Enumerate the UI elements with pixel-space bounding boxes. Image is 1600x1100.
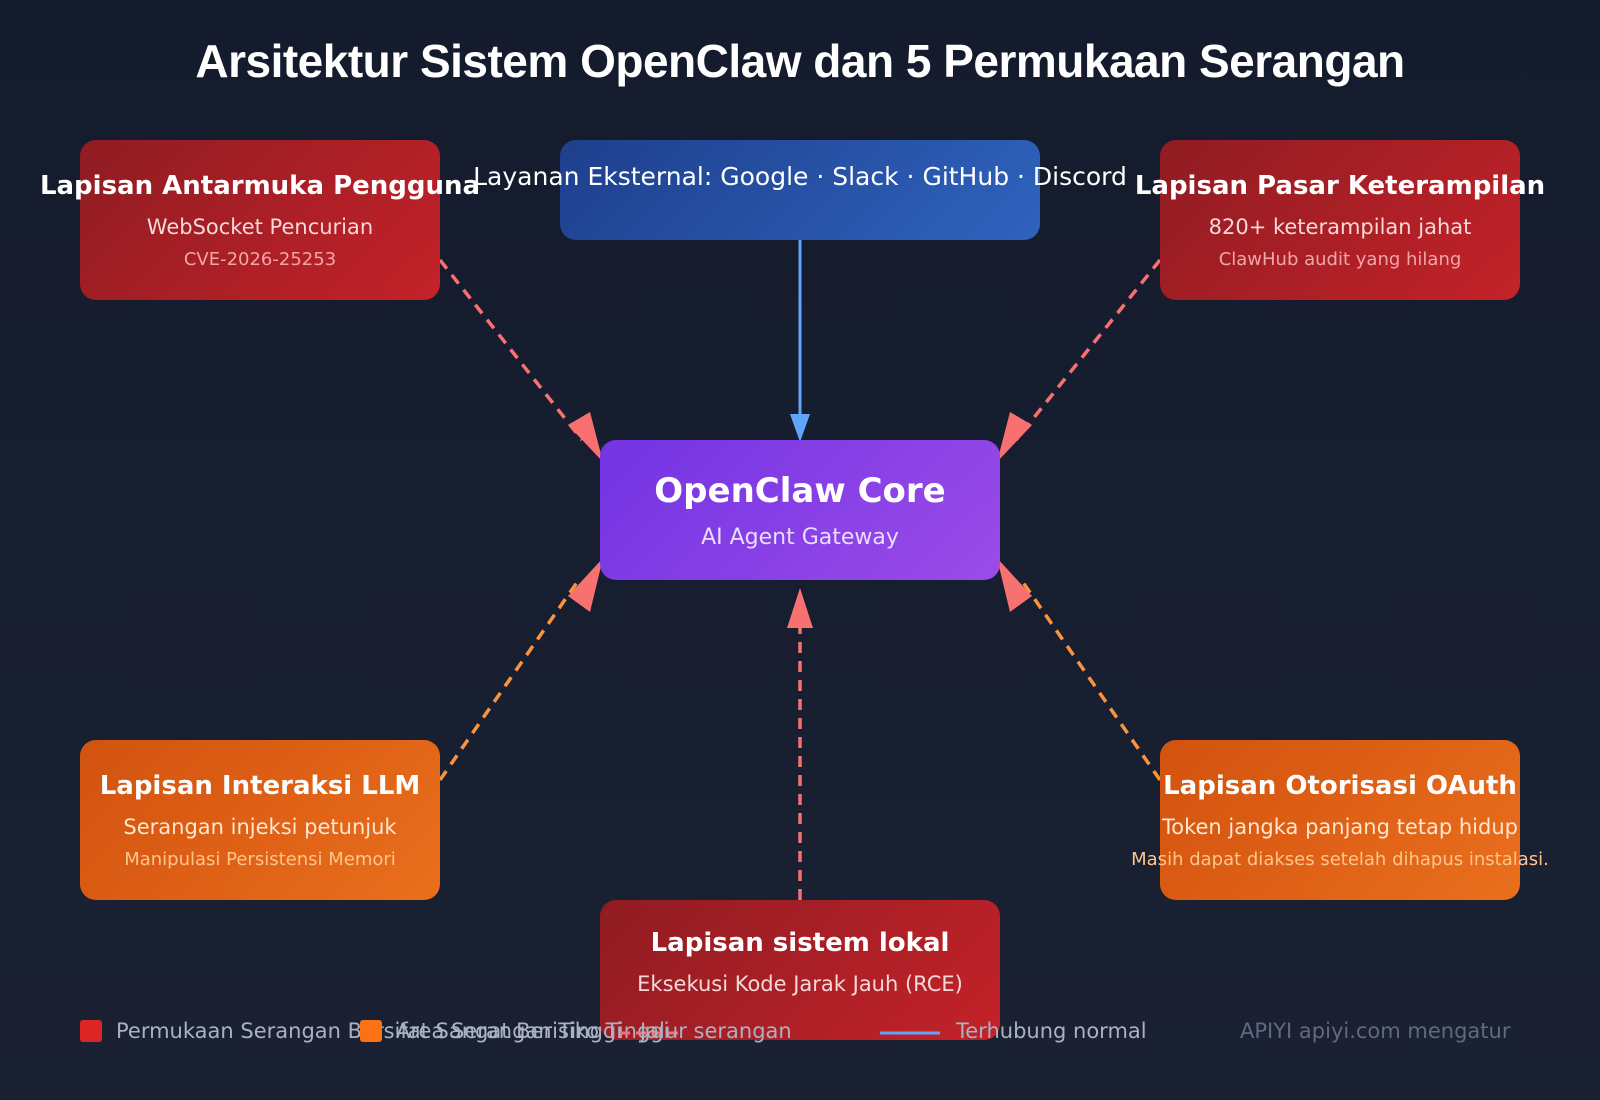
legend-high-label: Area Serangan Tinggi [396, 1019, 623, 1043]
ui-layer-node: Lapisan Antarmuka Pengguna WebSocket Pen… [40, 140, 480, 300]
arrowhead-ui [568, 412, 603, 462]
oauth-layer-line2: Masih dapat diakses setelah dihapus inst… [1131, 848, 1549, 870]
attack-path-llm [438, 577, 582, 781]
local-layer-line1: Eksekusi Kode Jarak Jauh (RCE) [637, 972, 963, 996]
legend-attack-path-label: Jalur serangan [640, 1019, 792, 1043]
legend-severe-swatch [80, 1020, 102, 1042]
llm-layer-title: Lapisan Interaksi LLM [99, 770, 421, 801]
oauth-layer-line1: Token jangka panjang tetap hidup [1161, 814, 1518, 839]
local-layer-title: Lapisan sistem lokal [650, 928, 950, 958]
attack-path-oauth [1018, 577, 1162, 781]
external-services-node: Layanan Eksternal: Google · Slack · GitH… [473, 140, 1127, 240]
llm-layer-line2: Manipulasi Persistensi Memori [124, 848, 396, 870]
credit-text: APIYI apiyi.com mengatur [1240, 1019, 1511, 1043]
core-title: OpenClaw Core [654, 470, 946, 511]
oauth-layer-node: Lapisan Otorisasi OAuth Token jangka pan… [1131, 740, 1549, 900]
external-services-label: Layanan Eksternal: Google · Slack · GitH… [473, 162, 1127, 191]
diagram-title: Arsitektur Sistem OpenClaw dan 5 Permuka… [195, 35, 1405, 87]
ui-layer-title: Lapisan Antarmuka Pengguna [39, 170, 481, 201]
core-node: OpenClaw Core AI Agent Gateway [600, 440, 1000, 580]
ui-layer-line2: CVE-2026-25253 [183, 248, 337, 270]
legend-severe-label: Permukaan Serangan Bersifat Sangat Beris… [116, 1019, 670, 1043]
skills-layer-line2: ClawHub audit yang hilang [1218, 248, 1462, 270]
legend-attack-path-line [620, 1031, 680, 1035]
arrowhead-local [787, 588, 813, 628]
arrowhead-oauth [997, 558, 1032, 612]
skills-layer-line1: 820+ keterampilan jahat [1208, 214, 1472, 239]
skills-layer-title: Lapisan Pasar Keterampilan [1134, 170, 1546, 201]
llm-layer-line1: Serangan injeksi petunjuk [123, 814, 397, 839]
arrowhead-skills [997, 412, 1032, 462]
skills-layer-node: Lapisan Pasar Keterampilan 820+ keteramp… [1135, 140, 1545, 300]
attack-path-skills [1014, 258, 1162, 442]
legend-normal-line [880, 1031, 940, 1035]
local-layer-node: Lapisan sistem lokal Eksekusi Kode Jarak… [600, 900, 1000, 1040]
llm-layer-node: Lapisan Interaksi LLM Serangan injeksi p… [80, 740, 440, 900]
oauth-layer-title: Lapisan Otorisasi OAuth [1163, 770, 1517, 801]
ui-layer-line1: WebSocket Pencurian [146, 214, 374, 239]
core-subtitle: AI Agent Gateway [701, 524, 899, 550]
arrowhead-external-core [790, 414, 810, 442]
arrowhead-llm [568, 558, 603, 612]
legend-normal-label: Terhubung normal [956, 1019, 1147, 1043]
attack-path-ui [438, 258, 584, 442]
legend-high-swatch [360, 1020, 382, 1042]
